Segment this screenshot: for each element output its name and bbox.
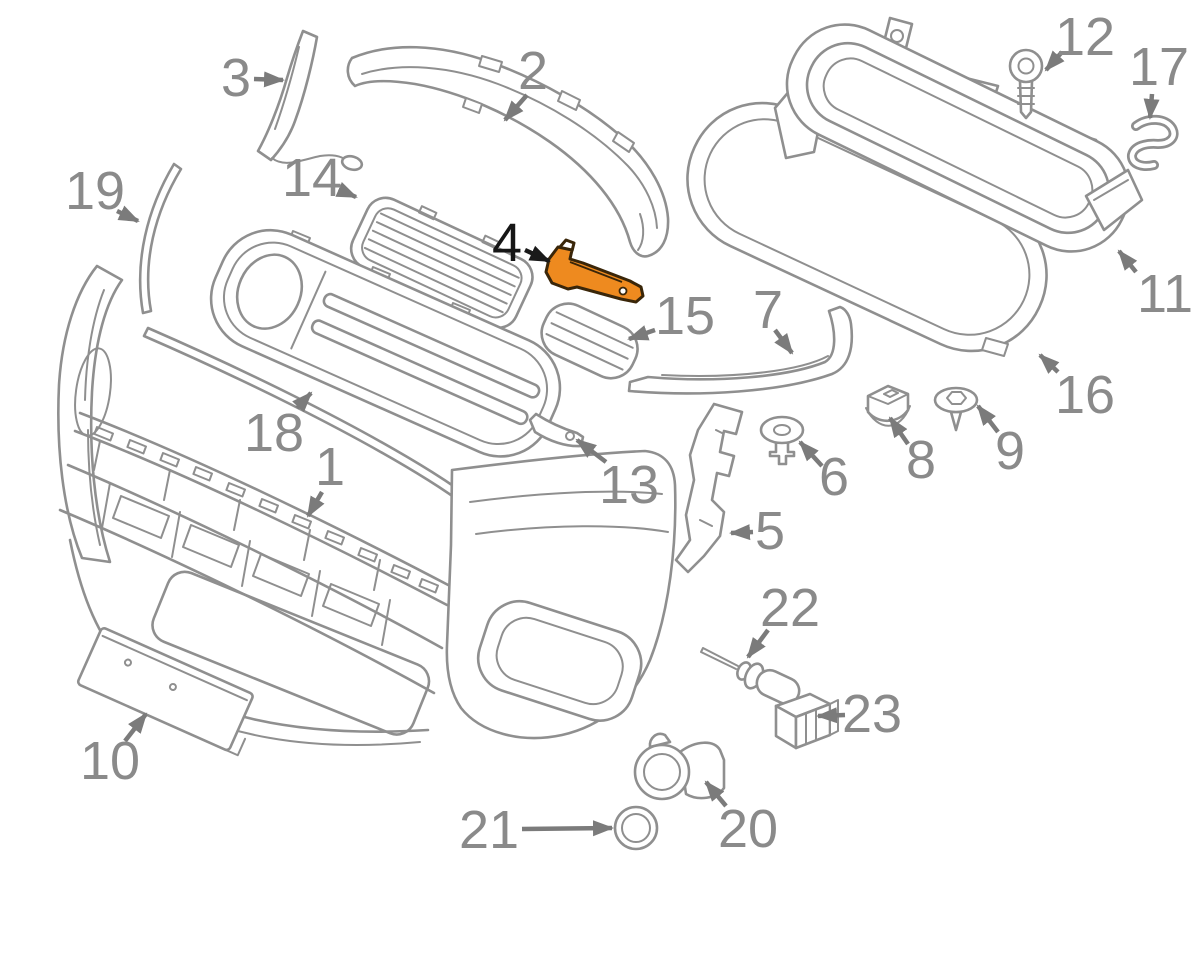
part-5-guide-bracket <box>674 402 744 574</box>
callout-17-label: 17 <box>1129 37 1189 97</box>
callout-4-label: 4 <box>492 213 522 273</box>
callout-7[interactable]: 7 <box>753 280 794 355</box>
callout-18[interactable]: 18 <box>244 391 313 463</box>
callout-15-label: 15 <box>655 286 715 346</box>
callout-22[interactable]: 22 <box>746 578 820 659</box>
callout-20[interactable]: 20 <box>704 780 778 859</box>
part-23-connector <box>774 692 839 750</box>
callout-16[interactable]: 16 <box>1038 353 1115 425</box>
callout-14[interactable]: 14 <box>282 148 358 208</box>
callout-15[interactable]: 15 <box>627 286 715 346</box>
part-9-screw-rivet <box>933 386 979 432</box>
callout-19[interactable]: 19 <box>65 161 140 224</box>
callout-5-label: 5 <box>755 501 785 561</box>
callout-13-label: 13 <box>599 455 659 515</box>
part-19-arc-trim <box>138 162 183 315</box>
callout-5[interactable]: 5 <box>729 501 785 561</box>
callout-22-label: 22 <box>760 578 820 638</box>
callouts: 1 2 3 4 5 6 7 8 <box>65 7 1193 860</box>
part-4-shape[interactable] <box>544 245 645 304</box>
part-17-s-clip <box>1127 114 1179 171</box>
center-grille-frame <box>209 228 562 458</box>
callout-20-label: 20 <box>718 799 778 859</box>
callout-19-label: 19 <box>65 161 125 221</box>
callout-16-label: 16 <box>1055 365 1115 425</box>
callout-9[interactable]: 9 <box>976 404 1025 481</box>
callout-13[interactable]: 13 <box>575 438 659 515</box>
part-1-bumper-cover <box>57 264 677 747</box>
part-15-lower-grille-insert <box>540 302 639 380</box>
part-12-screw <box>1008 48 1044 120</box>
part-20-pdc-sensor <box>633 732 726 801</box>
callout-6-label: 6 <box>819 447 849 507</box>
callout-1-label: 1 <box>315 437 345 497</box>
callout-6[interactable]: 6 <box>798 440 849 507</box>
part-2-upper-trim-bar <box>346 45 670 258</box>
callout-18-label: 18 <box>244 403 304 463</box>
callout-21[interactable]: 21 <box>459 800 614 860</box>
callout-12-label: 12 <box>1055 7 1115 67</box>
callout-7-label: 7 <box>753 280 783 340</box>
callout-11-label: 11 <box>1137 264 1193 324</box>
callout-10[interactable]: 10 <box>80 712 148 791</box>
callout-8[interactable]: 8 <box>888 416 936 490</box>
part-3-trim-strip <box>256 29 364 172</box>
callout-2[interactable]: 2 <box>503 41 548 122</box>
callout-10-label: 10 <box>80 731 140 791</box>
callout-11[interactable]: 11 <box>1117 249 1193 324</box>
callout-3[interactable]: 3 <box>221 48 285 108</box>
callout-21-label: 21 <box>459 800 519 860</box>
part-4-highlighted-bracket[interactable] <box>544 238 645 304</box>
callout-23-label: 23 <box>842 684 902 744</box>
part-10-license-plate-filler <box>76 626 254 757</box>
callout-14-label: 14 <box>282 148 342 208</box>
callout-12[interactable]: 12 <box>1044 7 1115 72</box>
callout-17[interactable]: 17 <box>1129 37 1189 120</box>
callout-8-label: 8 <box>906 430 936 490</box>
part-6-expanding-rivet <box>759 415 805 466</box>
part-22-temp-sensor <box>700 647 801 706</box>
callout-1[interactable]: 1 <box>306 437 345 518</box>
callout-23[interactable]: 23 <box>816 684 902 744</box>
part-21-sensor-ring <box>613 805 659 851</box>
part-16-grille-surround-seal <box>686 101 1048 357</box>
part-11-running-light-unit <box>773 16 1144 253</box>
part-7-corner-trim <box>627 305 854 395</box>
callout-4-highlighted[interactable]: 4 <box>492 213 551 273</box>
callout-9-label: 9 <box>995 421 1025 481</box>
callout-2-label: 2 <box>518 41 548 101</box>
callout-3-label: 3 <box>221 48 251 108</box>
part-8-clamp-nut <box>865 384 911 427</box>
